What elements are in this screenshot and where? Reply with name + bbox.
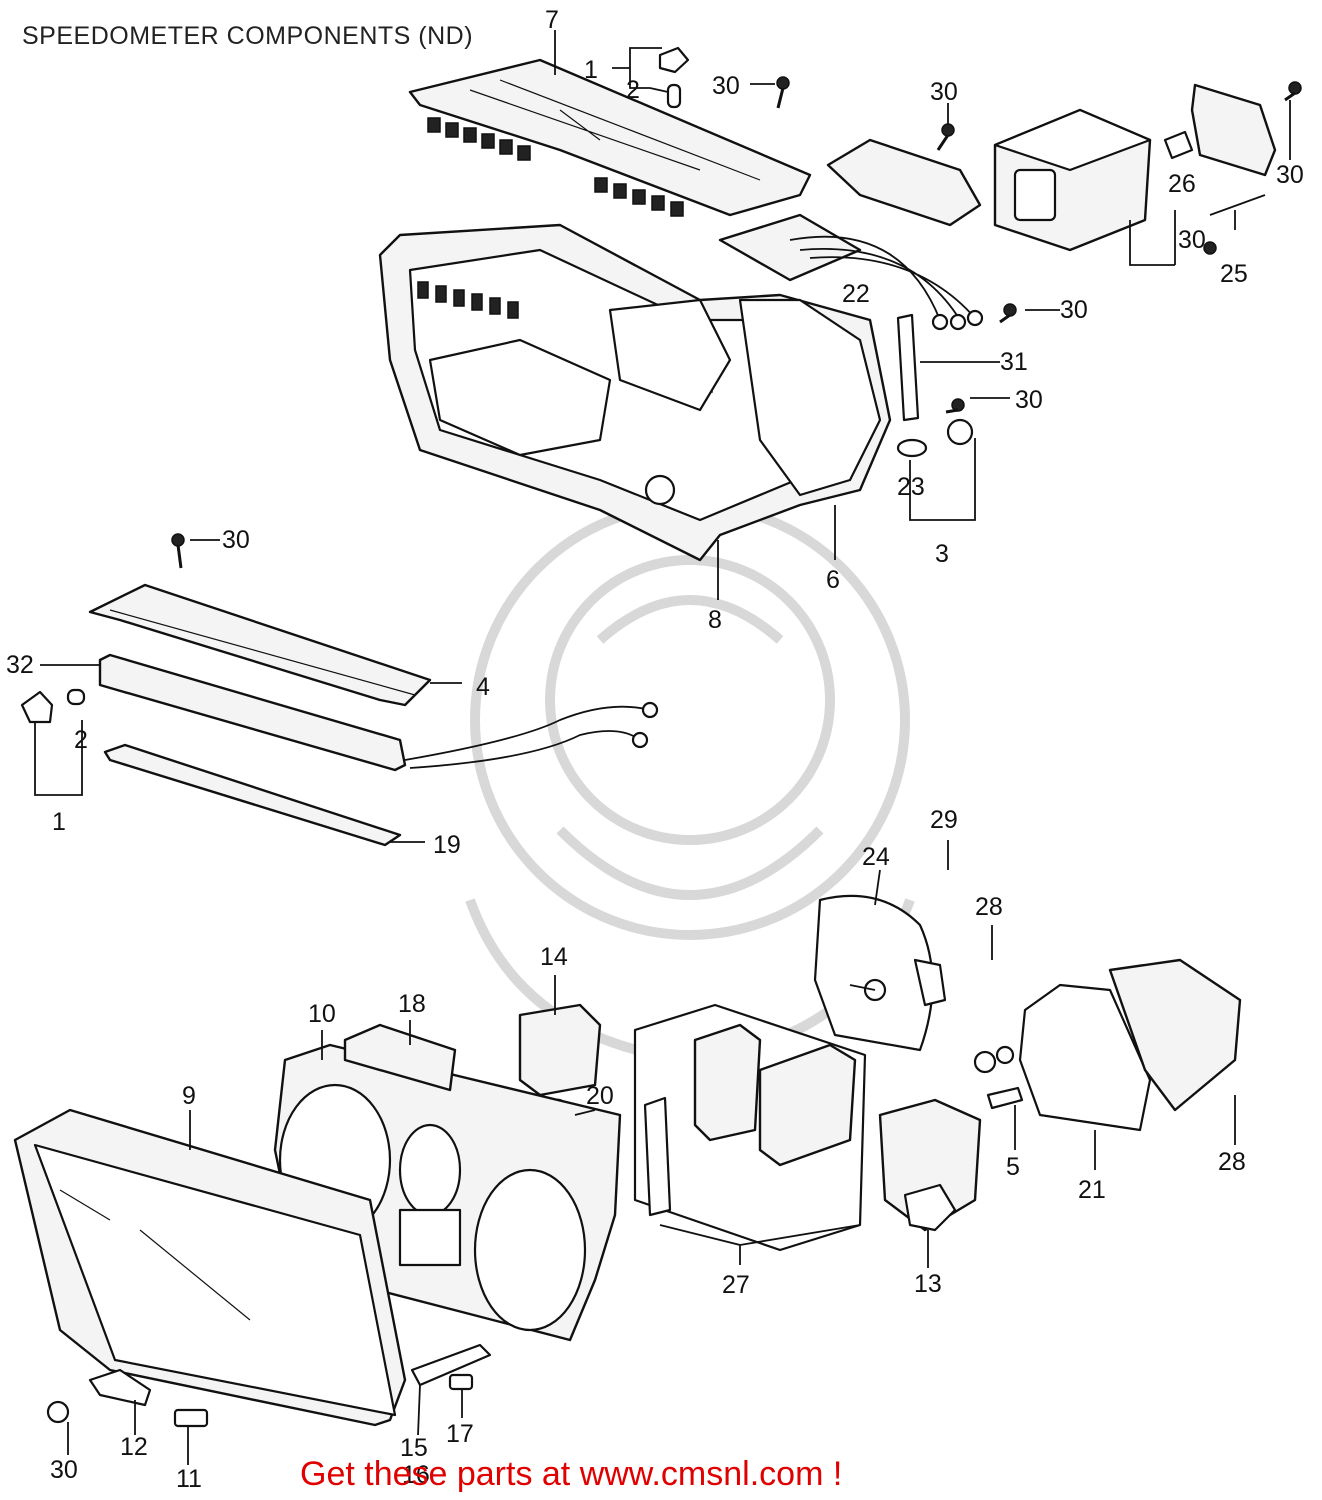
callout-18: 18: [398, 990, 426, 1018]
callout-27: 27: [722, 1271, 750, 1299]
callout-1: 1: [52, 808, 66, 836]
part-19-strip: [103, 743, 402, 847]
callout-30: 30: [222, 526, 250, 554]
callout-30: 30: [50, 1456, 78, 1484]
callout-22: 22: [842, 280, 870, 308]
part-21-speedometer: [1018, 958, 1242, 1132]
part-8-meter-case: [378, 223, 892, 562]
part-23-plate: [896, 418, 974, 458]
callout-30: 30: [1060, 296, 1088, 324]
callout-25: 25: [1220, 260, 1248, 288]
callout-6: 6: [826, 566, 840, 594]
callout-12: 12: [120, 1433, 148, 1461]
callout-19: 19: [433, 831, 461, 859]
callout-32: 32: [6, 651, 34, 679]
callout-9: 9: [182, 1082, 196, 1110]
callout-26: 26: [1168, 170, 1196, 198]
leader-lines: [34, 30, 1291, 1465]
part-25-regulator: [826, 83, 1277, 252]
callout-labels: 1 2 30 7 30 30 26 30 25 22 30 31 30 23 3…: [6, 6, 1304, 1493]
part-18-indicator-panel: [343, 1023, 457, 1092]
callout-28: 28: [1218, 1148, 1246, 1176]
callout-7: 7: [545, 6, 559, 34]
diagram-title: SPEEDOMETER COMPONENTS (ND): [22, 22, 474, 50]
part-32-light-guide: [98, 653, 659, 772]
bulb-socket-left: [20, 688, 86, 724]
callout-20: 20: [586, 1082, 614, 1110]
part-14-switch: [518, 1003, 602, 1097]
callout-5: 5: [1006, 1153, 1020, 1181]
parts-promo-banner[interactable]: Get these parts at www.cmsnl.com !: [300, 1455, 843, 1493]
small-parts-bottom: [46, 1045, 1024, 1428]
callout-13: 13: [914, 1270, 942, 1298]
part-13-switch: [878, 1098, 982, 1232]
callout-2: 2: [626, 76, 640, 104]
callout-29: 29: [930, 806, 958, 834]
callout-30: 30: [1015, 386, 1043, 414]
callout-17: 17: [446, 1420, 474, 1448]
callout-1: 1: [584, 56, 598, 84]
callout-10: 10: [308, 1000, 336, 1028]
part-7-printed-circuit: [408, 58, 812, 217]
callout-31: 31: [1000, 348, 1028, 376]
callout-8: 8: [708, 606, 722, 634]
part-24-tach-dial: [813, 894, 947, 1052]
part-9-meter-lens: [13, 1108, 407, 1427]
bulb-socket-top: [658, 46, 690, 109]
callout-3: 3: [935, 540, 949, 568]
callout-30: 30: [930, 78, 958, 106]
callout-2: 2: [74, 726, 88, 754]
callout-21: 21: [1078, 1176, 1106, 1204]
part-31-bracket: [896, 313, 920, 422]
part-27-printed-circuit: [633, 1003, 867, 1252]
callout-14: 14: [540, 943, 568, 971]
callout-11: 11: [176, 1465, 202, 1493]
part-4-bracket: [88, 583, 432, 707]
callout-15: 15: [400, 1434, 428, 1462]
callout-4: 4: [476, 673, 490, 701]
callout-30: 30: [1276, 161, 1304, 189]
callout-24: 24: [862, 843, 890, 871]
callout-28: 28: [975, 893, 1003, 921]
part-22-connector: [718, 213, 984, 331]
callout-30: 30: [712, 72, 740, 100]
callout-23: 23: [897, 473, 925, 501]
callout-30: 30: [1178, 226, 1206, 254]
callout-16: 16: [402, 1461, 430, 1489]
screw-group: [171, 76, 1302, 569]
